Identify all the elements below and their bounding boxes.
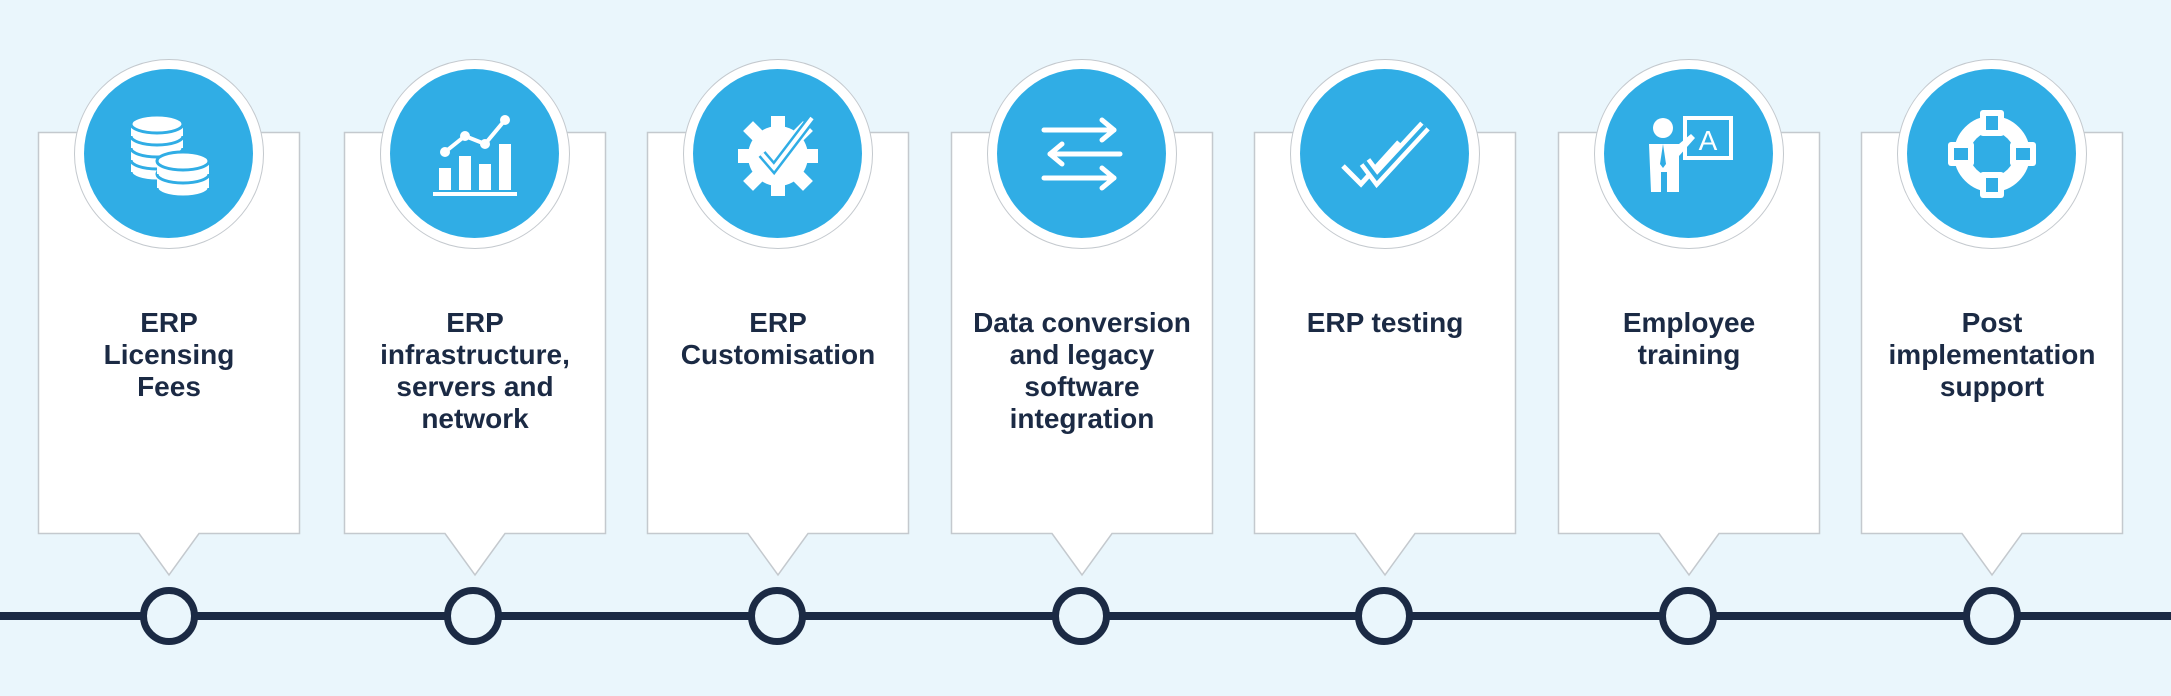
step-card-infrastructure: ERP infrastructure, servers and network <box>343 59 607 577</box>
step-label: ERP infrastructure, servers and network <box>380 307 570 434</box>
timeline-node <box>444 587 502 645</box>
step-card-support: Post implementation support <box>1860 59 2124 577</box>
timeline-node <box>748 587 806 645</box>
step-label: Employee training <box>1622 307 1756 370</box>
timeline-node <box>140 587 198 645</box>
timeline-node <box>1052 587 1110 645</box>
step-card-licensing: ERP Licensing Fees <box>37 59 301 577</box>
step-label: ERP Licensing Fees <box>103 307 235 402</box>
timeline-node <box>1659 587 1717 645</box>
step-label: Post implementation support <box>1888 307 2096 402</box>
transfer-arrows-icon <box>1041 117 1122 190</box>
icon-badge <box>380 59 570 249</box>
presenter-board-icon: A <box>1648 115 1733 192</box>
step-card-data-conversion: Data conversion and legacy software inte… <box>950 59 1214 577</box>
svg-text:A: A <box>1698 125 1717 156</box>
step-card-testing: ERP testing <box>1253 59 1517 577</box>
icon-badge <box>987 59 1177 249</box>
icon-badge <box>1897 59 2087 249</box>
lifebuoy-icon <box>1947 109 2036 198</box>
double-check-icon <box>1340 121 1430 188</box>
icon-badge <box>74 59 264 249</box>
step-card-customisation: ERP Customisation <box>646 59 910 577</box>
callout-box <box>1860 131 2124 577</box>
callout-box <box>1253 131 1517 577</box>
callout-box <box>950 131 1214 577</box>
timeline-node <box>1355 587 1413 645</box>
callout-box <box>1557 131 1821 577</box>
callout-box <box>343 131 607 577</box>
gear-check-icon <box>737 114 818 196</box>
icon-badge: A <box>1594 59 1784 249</box>
step-label: ERP testing <box>1306 307 1464 338</box>
step-label: ERP Customisation <box>680 307 876 370</box>
icon-badge <box>683 59 873 249</box>
icon-badge <box>1290 59 1480 249</box>
callout-box <box>37 131 301 577</box>
callout-box <box>646 131 910 577</box>
coins-icon <box>129 113 210 198</box>
bar-chart-trend-icon <box>432 114 517 196</box>
timeline-node <box>1963 587 2021 645</box>
step-card-training: A Employee training <box>1557 59 1821 577</box>
step-label: Data conversion and legacy software inte… <box>973 307 1191 434</box>
